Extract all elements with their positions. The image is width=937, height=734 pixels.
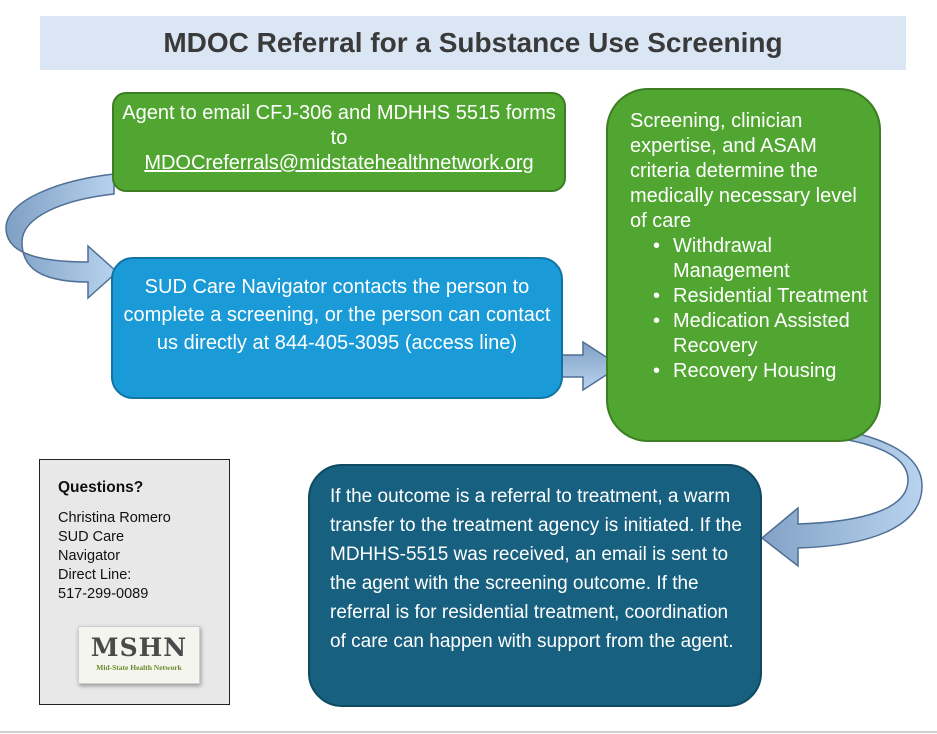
- contact-panel: Questions? Christina Romero SUD Care Nav…: [39, 459, 230, 705]
- logo-wordmark: MSHN: [90, 633, 188, 662]
- curved-arrow-left: [5, 173, 119, 300]
- questions-heading: Questions?: [58, 479, 144, 496]
- contact-phone: 517-299-0089: [58, 586, 149, 602]
- care-level-item: Medication Assisted Recovery: [653, 309, 869, 359]
- step-screening: Screening, clinician expertise, and ASAM…: [606, 88, 881, 442]
- care-level-item: Residential Treatment: [653, 284, 869, 309]
- bottom-divider: [0, 731, 937, 733]
- care-level-item: Withdrawal Management: [653, 234, 869, 284]
- contact-name: Christina Romero: [58, 510, 171, 526]
- referral-email-link[interactable]: MDOCreferrals@midstatehealthnetwork.org: [144, 152, 534, 174]
- curved-arrow-right: [751, 421, 923, 568]
- page-title: MDOC Referral for a Substance Use Screen…: [163, 27, 783, 58]
- contact-phone-label: Direct Line:: [58, 567, 132, 583]
- outcome-step-text: If the outcome is a referral to treatmen…: [330, 486, 742, 652]
- step-email-forms: Agent to email CFJ-306 and MDHHS 5515 fo…: [112, 92, 566, 192]
- care-level-item: Recovery Housing: [653, 359, 869, 384]
- navigator-step-text: SUD Care Navigator contacts the person t…: [123, 276, 551, 354]
- title-banner: MDOC Referral for a Substance Use Screen…: [40, 16, 906, 70]
- care-level-list: Withdrawal Management Residential Treatm…: [630, 234, 869, 384]
- contact-role: SUD Care: [58, 529, 125, 545]
- screening-step-text: Screening, clinician expertise, and ASAM…: [630, 110, 857, 232]
- step-care-navigator: SUD Care Navigator contacts the person t…: [111, 257, 563, 399]
- contact-role: Navigator: [58, 548, 121, 564]
- logo-subtitle: Mid-State Health Network: [96, 663, 182, 672]
- mshn-logo: MSHN Mid-State Health Network: [78, 626, 200, 684]
- step-outcome: If the outcome is a referral to treatmen…: [308, 464, 762, 707]
- email-step-text: Agent to email CFJ-306 and MDHHS 5515 fo…: [122, 102, 556, 149]
